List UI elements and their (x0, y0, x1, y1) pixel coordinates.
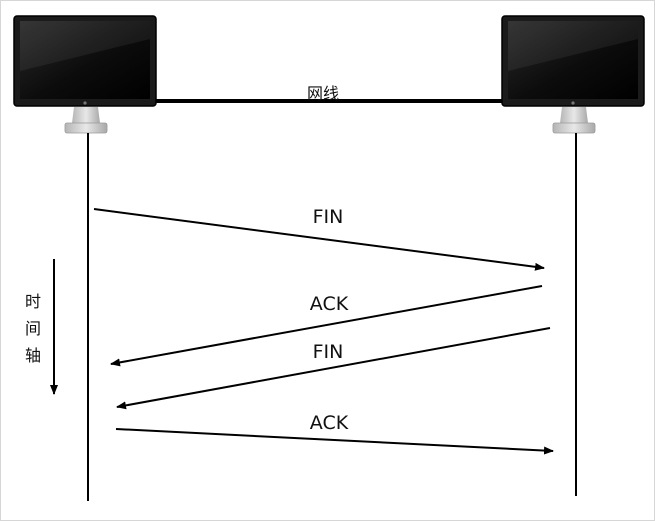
message-arrow-3 (116, 327, 551, 410)
left-monitor-icon (13, 15, 157, 134)
time-axis-char-2: 间 (25, 319, 41, 338)
message-label-3: FIN (313, 341, 344, 363)
message-label-4: ACK (310, 412, 349, 434)
message-arrow-2 (110, 285, 543, 367)
time-axis-char-1: 时 (25, 292, 41, 311)
message-arrow-4 (115, 428, 554, 455)
message-label-2: ACK (310, 293, 349, 315)
message-label-1: FIN (313, 206, 344, 228)
right-monitor-icon (501, 15, 645, 134)
cable-label: 网线 (307, 84, 339, 103)
message-arrow-1 (93, 208, 545, 271)
time-axis-char-3: 轴 (25, 346, 41, 365)
